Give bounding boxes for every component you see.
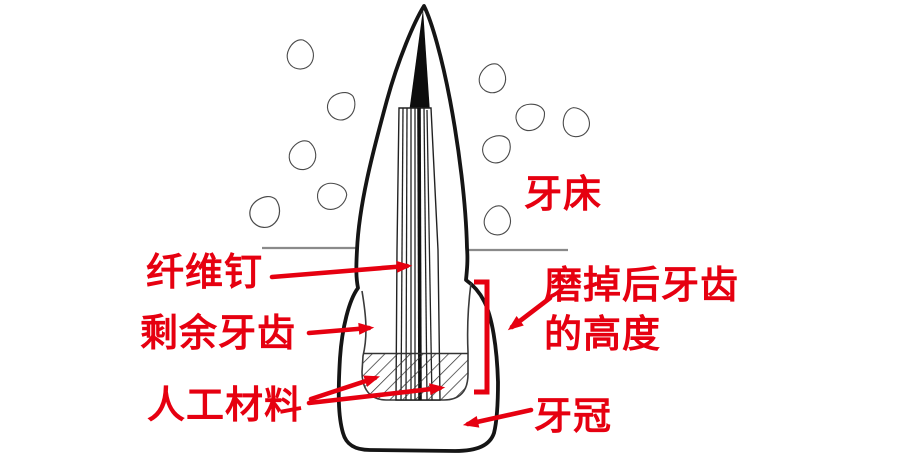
label-artificial-material: 人工材料 [147,383,304,427]
label-remaining-tooth: 剩余牙齿 [140,311,297,355]
label-ground-tooth-height-line2: 的高度 [544,312,662,356]
label-ground-tooth-height: 磨掉后牙齿 的高度 [544,266,739,364]
arrow-remaining-tooth [306,322,375,336]
gum-line [262,246,568,252]
label-ground-tooth-height-line1: 磨掉后牙齿 [544,263,740,307]
label-fiber-post: 纤维钉 [146,250,264,294]
arrow-crown [462,407,534,428]
arrow-fiber-post [269,260,413,280]
height-bracket [474,279,490,395]
label-gum-bed: 牙床 [524,172,603,216]
fiber-post [395,107,441,401]
label-crown: 牙冠 [534,394,613,438]
arrow-artificial-material-left [308,375,381,402]
arrow-ground-height [507,295,553,331]
root-canal-filling [409,9,430,113]
arrow-artificial-material-right [306,383,446,406]
